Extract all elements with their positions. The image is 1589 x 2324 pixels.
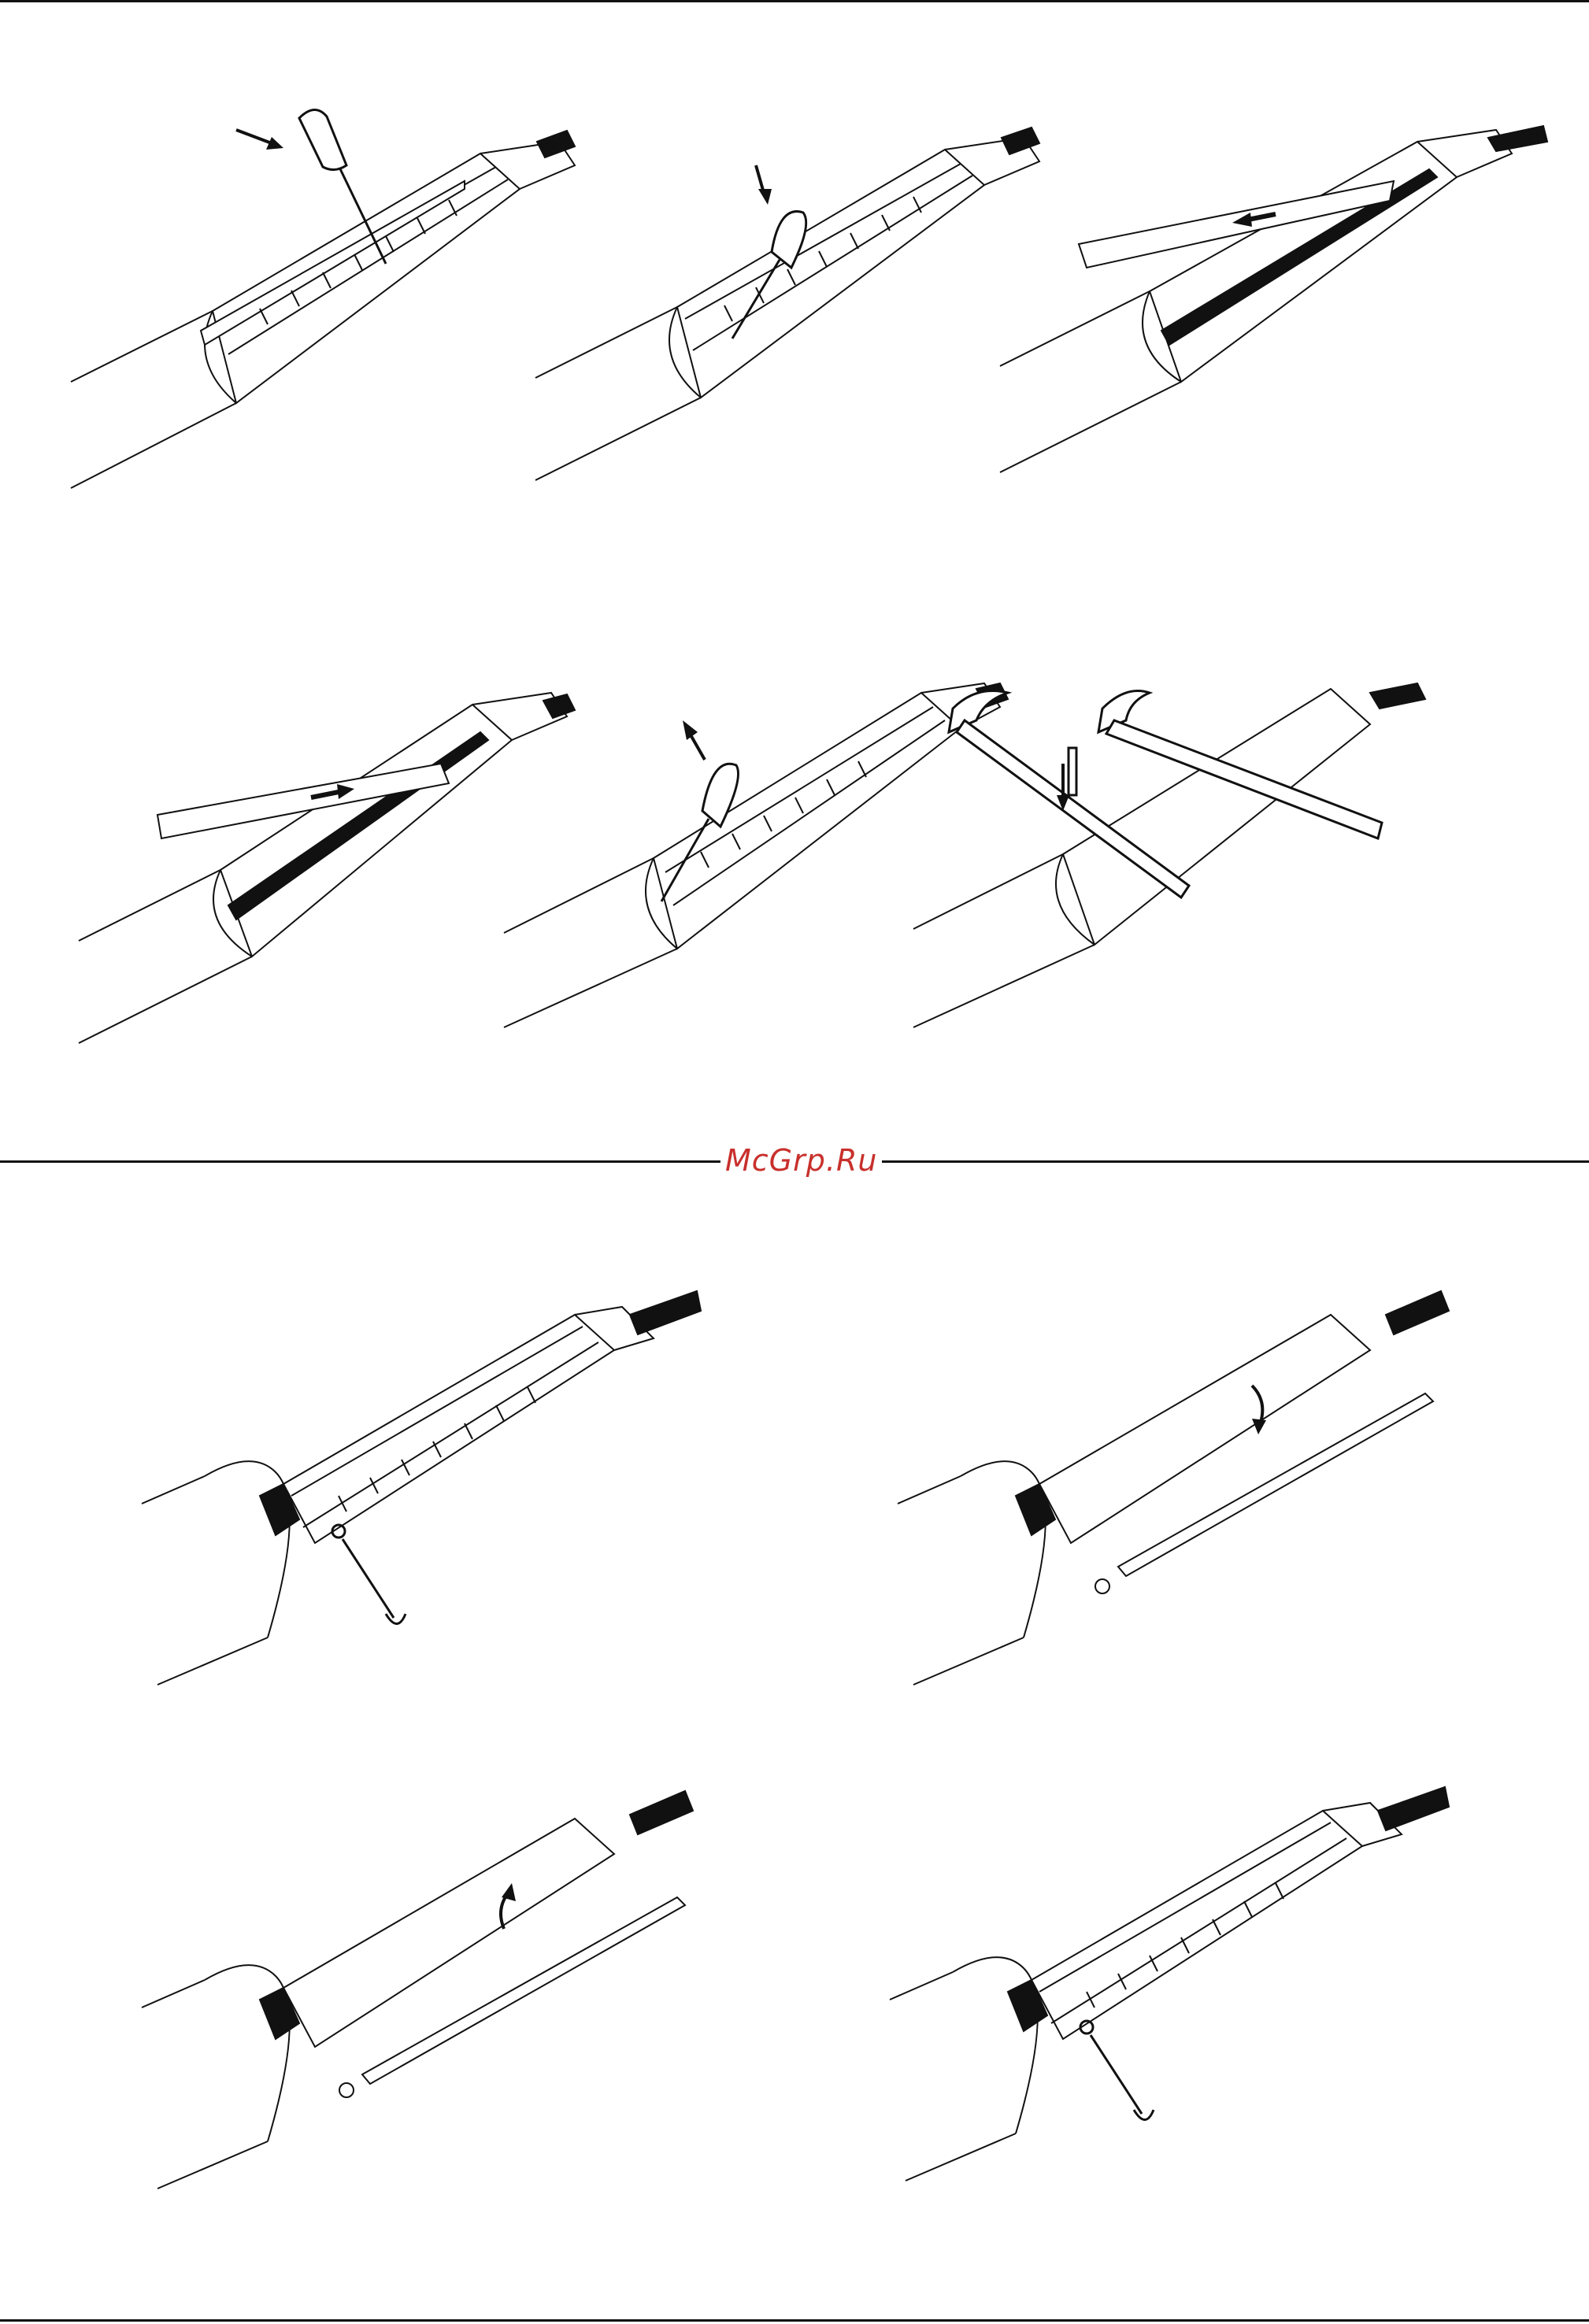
figure-step-9 [134,1771,724,2212]
figure-step-6 [906,677,1504,1086]
top-rule [0,0,1589,2]
figure-step-10 [882,1763,1472,2204]
figure-step-8 [890,1267,1480,1708]
hex-key-icon [1080,2021,1154,2120]
figure-step-7 [134,1267,724,1708]
arrow-in-icon [756,165,772,205]
arrow-out-icon [683,720,705,760]
punch-icon [1069,748,1076,795]
figure-step-3 [992,94,1543,504]
hex-key-icon [332,1525,406,1624]
watermark: McGrp.Ru [720,1143,882,1178]
arrow-in-icon [236,130,283,150]
figure-step-2 [520,94,1071,504]
bottom-rule [0,2319,1589,2322]
